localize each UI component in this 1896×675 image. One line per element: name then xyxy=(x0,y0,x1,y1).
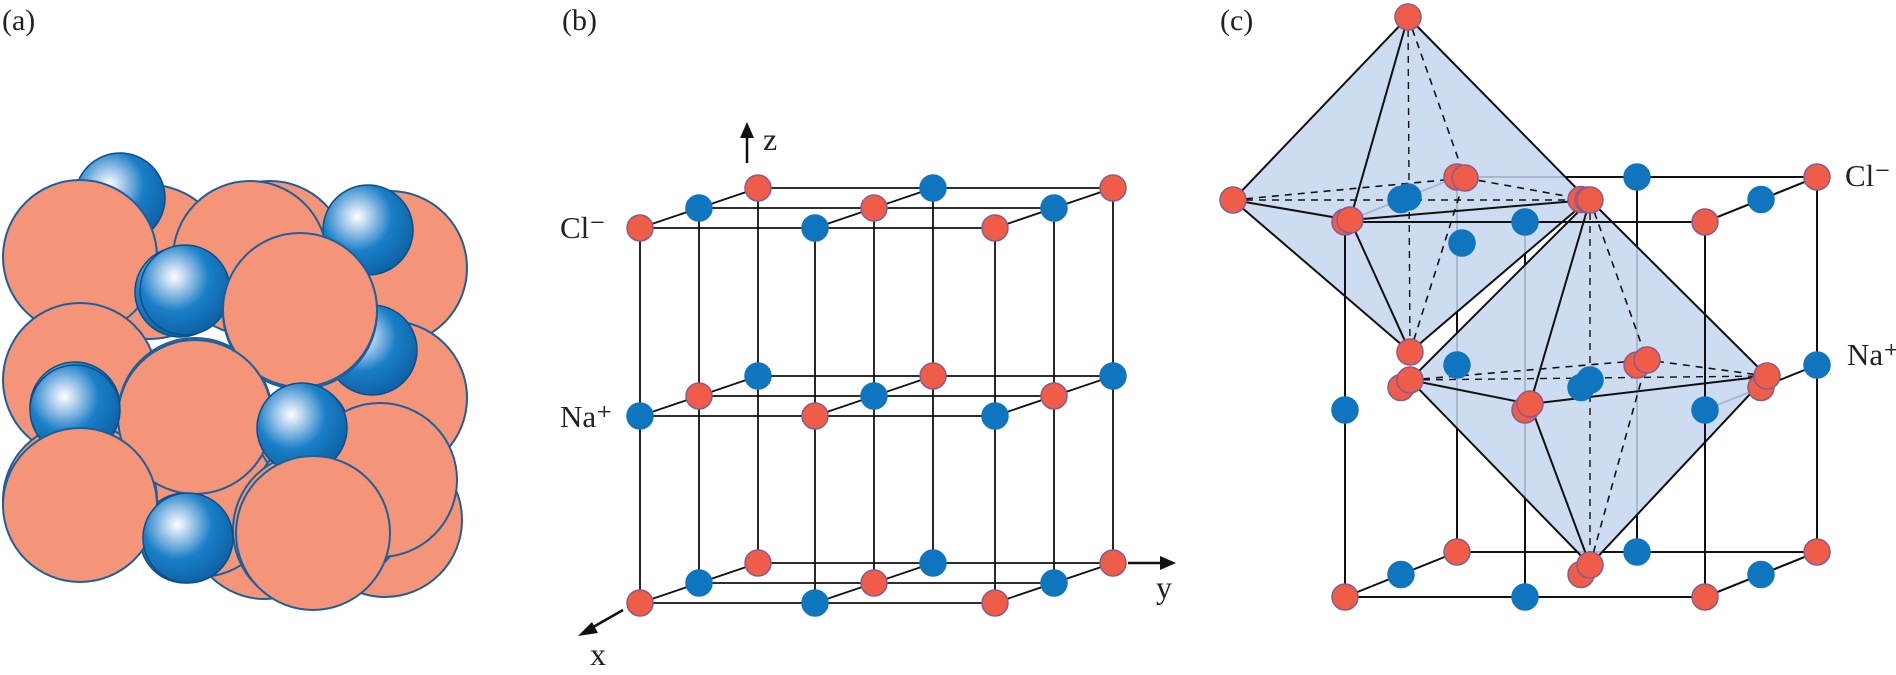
cl-ion xyxy=(1099,549,1127,577)
cl-ion xyxy=(1753,362,1781,390)
na-ion xyxy=(1623,538,1651,566)
cl-ion xyxy=(860,569,888,597)
panel-label-a: (a) xyxy=(2,4,35,37)
cl-ion xyxy=(1396,366,1424,394)
na-ion xyxy=(626,402,654,430)
na-ion xyxy=(1747,560,1775,589)
cl-ion xyxy=(1099,174,1127,202)
na-ion xyxy=(685,569,713,597)
cl-ion xyxy=(744,549,772,577)
na-ion xyxy=(1040,569,1068,597)
na-ion xyxy=(1394,183,1422,211)
cl-ion xyxy=(1443,538,1471,566)
hidden-edge xyxy=(1407,16,1466,179)
cell-atoms xyxy=(1219,3,1831,611)
na-ion xyxy=(1747,185,1775,214)
cl-ion xyxy=(1394,3,1422,31)
cl-ion xyxy=(1691,583,1719,611)
na-ion xyxy=(1576,366,1604,394)
na-ion xyxy=(1511,583,1539,611)
na-ion xyxy=(1331,396,1359,424)
hidden-edge xyxy=(1589,199,1648,361)
na-ion xyxy=(1803,351,1831,379)
na-ion-label-c: Na⁺ xyxy=(1847,337,1896,372)
octahedra xyxy=(1231,15,1769,567)
cl-ion xyxy=(626,214,654,242)
visible-edge xyxy=(1529,199,1591,405)
visible-edge xyxy=(1232,199,1351,221)
na-ion xyxy=(1511,208,1539,236)
cl-ion xyxy=(1576,186,1604,214)
cl-ion xyxy=(744,174,772,202)
cl-sphere xyxy=(2,427,158,583)
cl-ion xyxy=(981,589,1009,617)
space-filling-model xyxy=(2,152,468,611)
ball-and-stick-unit-cell: z y x Cl⁻ Na⁺ xyxy=(560,121,1176,672)
x-axis-arrow xyxy=(578,608,624,636)
na-ion xyxy=(1387,560,1415,589)
na-ion xyxy=(1448,229,1476,257)
na-ion xyxy=(744,362,772,390)
na-ion xyxy=(919,549,947,577)
cl-ion xyxy=(981,214,1009,242)
panel-label-c: (c) xyxy=(1220,4,1253,37)
hidden-edge xyxy=(1409,177,1466,353)
na-sphere xyxy=(139,244,231,336)
cl-ion xyxy=(1336,206,1364,234)
cl-ion xyxy=(1803,538,1831,566)
cl-ion-label-c: Cl⁻ xyxy=(1845,158,1891,193)
cl-ion xyxy=(1516,390,1544,418)
cl-ion xyxy=(801,402,829,430)
na-ion xyxy=(1691,396,1719,424)
cl-ion xyxy=(626,589,654,617)
y-axis-arrow xyxy=(1128,556,1176,570)
cl-ion xyxy=(1691,208,1719,236)
cl-ion xyxy=(1040,382,1068,410)
visible-edge xyxy=(1349,219,1411,353)
x-axis-label: x xyxy=(590,636,606,672)
na-ion xyxy=(1623,163,1651,191)
visible-edge xyxy=(1349,199,1589,221)
visible-edge xyxy=(1529,375,1768,405)
cl-ion xyxy=(1219,186,1247,214)
cl-ion xyxy=(1633,346,1661,374)
z-axis-label: z xyxy=(763,121,777,157)
y-axis-label: y xyxy=(1156,569,1172,605)
hidden-edge xyxy=(1464,177,1589,201)
na-ion xyxy=(1099,362,1127,390)
na-ion-label-b: Na⁺ xyxy=(560,399,613,434)
cl-ion-label-b: Cl⁻ xyxy=(560,210,606,245)
z-axis-arrow xyxy=(740,122,754,163)
visible-edge xyxy=(1349,16,1409,221)
octahedral-coordination-cell: Cl⁻ Na⁺ xyxy=(1219,3,1896,611)
cl-sphere xyxy=(235,455,391,611)
na-ion xyxy=(860,382,888,410)
na-ion xyxy=(919,174,947,202)
panel-label-b: (b) xyxy=(562,4,597,37)
hidden-edge xyxy=(1409,359,1648,381)
hidden-edge xyxy=(1589,359,1648,566)
cl-ion xyxy=(1396,338,1424,366)
cl-ion xyxy=(685,382,713,410)
lattice-atoms xyxy=(626,174,1127,617)
na-ion xyxy=(981,402,1009,430)
cl-ion xyxy=(919,362,947,390)
cl-ion xyxy=(860,194,888,222)
cl-ion xyxy=(1451,164,1479,192)
na-ion xyxy=(801,589,829,617)
na-ion xyxy=(685,194,713,222)
visible-edge xyxy=(1529,403,1591,566)
na-ion xyxy=(801,214,829,242)
visible-edge xyxy=(1409,379,1531,405)
cl-ion xyxy=(1331,583,1359,611)
cl-ion xyxy=(1803,163,1831,191)
cl-ion xyxy=(1576,551,1604,579)
na-sphere xyxy=(142,492,234,584)
hidden-edge xyxy=(1407,16,1411,353)
na-ion xyxy=(1443,351,1471,379)
na-ion xyxy=(1040,194,1068,222)
